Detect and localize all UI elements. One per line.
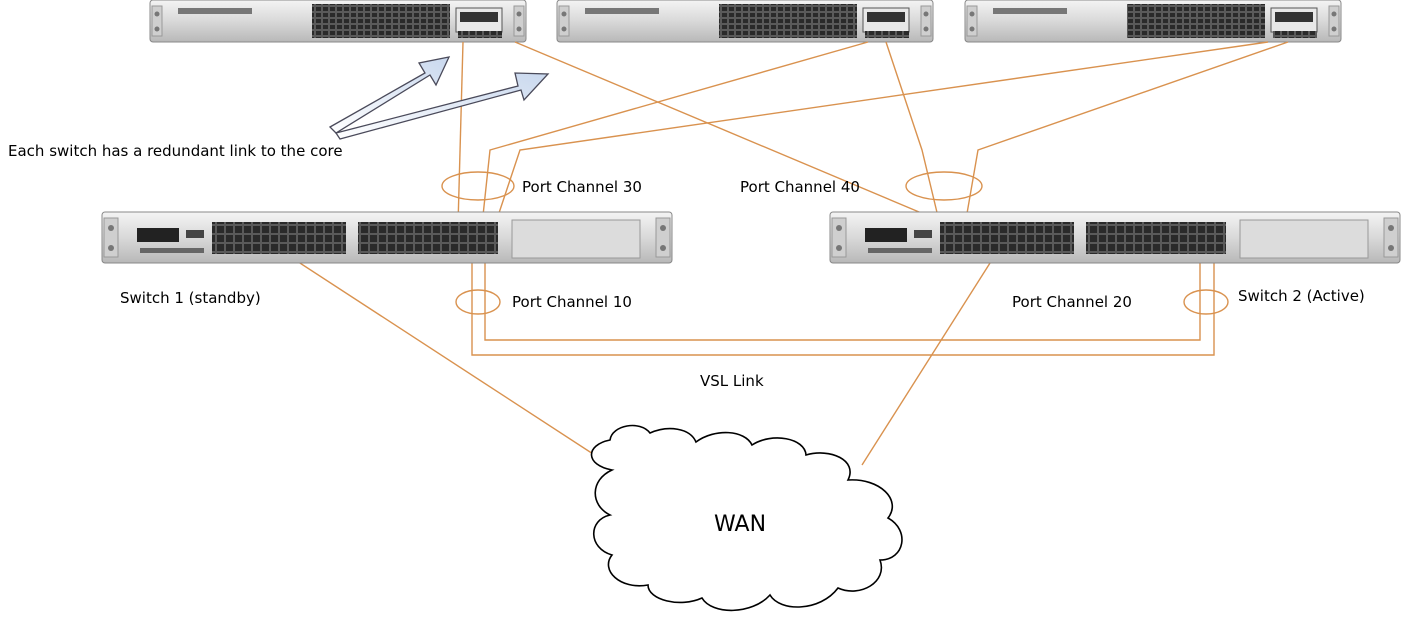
pc20-ellipse	[1183, 289, 1229, 315]
arrow-to-switch-1	[328, 56, 451, 134]
link-access3-switch2	[964, 41, 1289, 226]
link-access1-switch2	[514, 41, 951, 226]
links	[282, 41, 1289, 466]
wan-cloud: WAN	[590, 424, 903, 612]
redundant-link-annotation: Each switch has a redundant link to the …	[8, 142, 343, 160]
arrow-to-switch-2	[334, 72, 550, 140]
pc30-ellipse	[441, 171, 515, 201]
vsl-link-2	[484, 252, 1201, 341]
wan-label: WAN	[714, 512, 766, 537]
port-channel-40-label: Port Channel 40	[740, 178, 860, 196]
switch-1-chassis	[101, 211, 673, 264]
link-access3-switch1	[494, 41, 1269, 226]
access-switch-3	[964, 0, 1342, 43]
pc10-ellipse	[455, 289, 501, 315]
port-channel-20-label: Port Channel 20	[1012, 293, 1132, 311]
vsl-link-label: VSL Link	[700, 372, 764, 390]
link-switch2-wan	[861, 251, 998, 466]
switch-2-label: Switch 2 (Active)	[1238, 287, 1365, 305]
port-channel-10-label: Port Channel 10	[512, 293, 632, 311]
link-switch1-wan	[282, 251, 611, 466]
switch-1-label: Switch 1 (standby)	[120, 289, 261, 307]
pc40-ellipse	[905, 171, 983, 201]
access-switch-2	[556, 0, 934, 43]
redundant-link-arrows	[328, 56, 550, 140]
vsl-link-1	[471, 252, 1215, 356]
link-access1-switch1	[457, 41, 464, 226]
link-access2-switch2	[885, 41, 941, 226]
access-switch-1	[149, 0, 527, 43]
link-access2-switch1	[481, 41, 869, 226]
cloud-shape	[590, 424, 903, 612]
port-channel-markers	[441, 171, 1229, 315]
switch-2-chassis	[829, 211, 1401, 264]
port-channel-30-label: Port Channel 30	[522, 178, 642, 196]
